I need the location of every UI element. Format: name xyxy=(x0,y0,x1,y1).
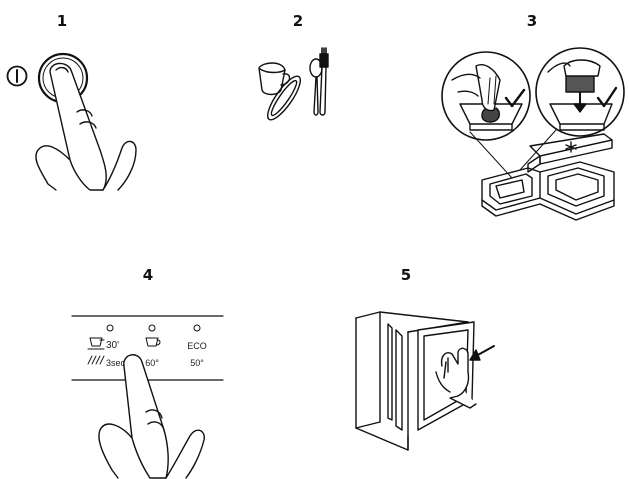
step-2-illustration xyxy=(258,47,329,121)
power-icon xyxy=(6,65,28,87)
step-4-illustration: 30' 3sec 60° ECO 50° xyxy=(71,315,224,479)
arrow-down-icon xyxy=(573,91,587,113)
fork-icon xyxy=(319,47,329,116)
dispenser-detail-left xyxy=(441,51,531,141)
dispenser-detail-right xyxy=(535,47,625,137)
step-number-1: 1 xyxy=(56,12,68,30)
step-number-3: 3 xyxy=(526,12,538,30)
program-2-temp: 60° xyxy=(145,358,159,368)
step-1-illustration xyxy=(6,52,137,191)
hand-push-icon xyxy=(435,347,477,409)
program-1-quick: 3sec xyxy=(106,358,126,368)
step-number-2: 2 xyxy=(292,12,304,30)
cup-icon xyxy=(258,62,291,96)
led-1 xyxy=(106,324,114,332)
checkmark-icon xyxy=(596,86,618,108)
quick-wash-icon xyxy=(87,355,105,365)
checkmark-icon xyxy=(504,88,526,108)
program-1-time: 30' xyxy=(106,340,119,351)
program-3-name: ECO xyxy=(187,341,207,351)
led-3 xyxy=(193,324,201,332)
program-1-icon xyxy=(87,337,105,350)
step-3-illustration xyxy=(441,47,625,221)
arrow-icon xyxy=(469,345,495,361)
led-2 xyxy=(148,324,156,332)
finger-press-icon xyxy=(35,62,137,191)
program-2-icon xyxy=(145,337,161,347)
program-3-temp: 50° xyxy=(190,358,204,368)
step-number-5: 5 xyxy=(400,266,412,284)
finger-press-icon xyxy=(98,354,205,479)
asterisk-icon xyxy=(565,141,577,153)
plate-icon xyxy=(267,75,301,121)
step-number-4: 4 xyxy=(142,266,154,284)
step-5-illustration xyxy=(355,311,495,451)
detergent-dispenser-icon xyxy=(481,133,615,221)
